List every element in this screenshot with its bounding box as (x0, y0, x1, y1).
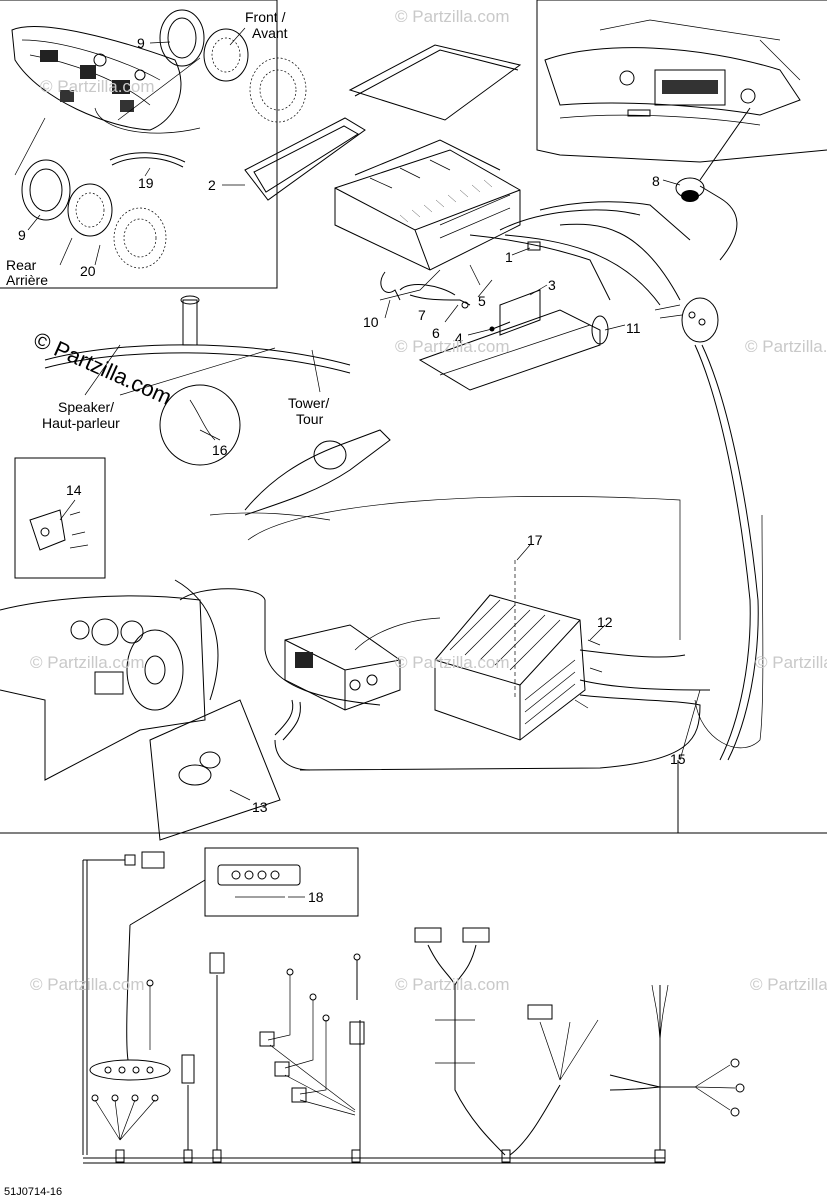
watermark-repeat: © Partzilla.com (750, 975, 827, 994)
main-extension-cable (694, 344, 764, 761)
watermark-repeat: © Partzilla.com (745, 337, 827, 356)
ground-wire-6 (409, 294, 471, 309)
speaker-leader (84, 344, 121, 396)
radio-harness (379, 201, 691, 306)
harness-section-frame (0, 760, 827, 834)
speaker-grommet (109, 152, 186, 168)
tower-label: Tower/ (288, 395, 329, 411)
speaker-inset-frame (0, 0, 278, 289)
branch-2 (181, 952, 225, 1163)
remote-cable (179, 588, 381, 706)
stereo-radio (334, 139, 521, 271)
callout-12: 12 (597, 614, 613, 630)
callout-11: 11 (626, 320, 641, 336)
callout-2: 2 (208, 177, 216, 193)
rear-speaker-ring (21, 159, 71, 221)
callout-10: 10 (363, 314, 379, 330)
tower-detail-circle (159, 384, 241, 466)
bracket-14 (29, 509, 89, 551)
amp-wires (299, 639, 711, 771)
branch-left (89, 879, 206, 1163)
avant-label: Avant (252, 25, 288, 41)
front-speaker (203, 28, 307, 123)
watermark-main: © Partzilla.com (30, 327, 176, 410)
tour-label: Tour (296, 411, 324, 427)
dash-console (544, 19, 801, 126)
callout-4: 4 (455, 330, 463, 346)
watermark-repeat: © Partzilla.com (40, 77, 155, 96)
callout-13: 13 (252, 799, 268, 815)
bracket-inset-frame (14, 457, 106, 579)
watermark-repeat: © Partzilla.com (30, 653, 145, 672)
rca-connector (274, 699, 311, 771)
dash-view-inset-frame (536, 0, 827, 163)
callout-16: 16 (212, 442, 228, 458)
tower-clamp (209, 429, 681, 640)
branch-right (609, 984, 745, 1163)
watermark-repeat: © Partzilla.com (755, 653, 827, 672)
haut-parleur-label: Haut-parleur (42, 415, 120, 431)
callout-20: 20 (80, 263, 96, 279)
arriere-label: Arrière (6, 272, 48, 288)
stereo-trim-ring (244, 117, 366, 201)
power-outlet (675, 107, 751, 261)
amplifier (434, 560, 586, 741)
callout-9-rear: 9 (18, 227, 26, 243)
watermark-repeat: © Partzilla.com (30, 975, 145, 994)
callout-8: 8 (652, 173, 660, 189)
branch-center (414, 927, 599, 1163)
remote-control-unit (284, 624, 401, 711)
dashboard (0, 579, 219, 781)
watermark-repeat: © Partzilla.com (395, 337, 510, 356)
remote-inset-panel (217, 864, 301, 898)
rca-plug-pair (654, 297, 719, 343)
front-speaker-ring (159, 9, 205, 67)
watermark-repeat: © Partzilla.com (395, 7, 510, 26)
figure-code: 51J0714-16 (4, 1186, 62, 1198)
remote-inset-frame (204, 847, 359, 917)
rear-speaker (67, 183, 167, 269)
callout-14: 14 (66, 482, 82, 498)
callout-9-front: 9 (137, 35, 145, 51)
tower-bar (44, 295, 351, 374)
callout-17: 17 (527, 532, 543, 548)
callout-5: 5 (478, 293, 486, 309)
callout-18: 18 (308, 889, 324, 905)
watermark-repeat: © Partzilla.com (395, 653, 510, 672)
speaker-housing (11, 26, 182, 131)
callout-3: 3 (548, 277, 556, 293)
clip-11 (591, 315, 609, 345)
callout-15: 15 (670, 751, 686, 767)
branch-3 (259, 953, 365, 1163)
remote-arrow (354, 617, 441, 651)
speaker-wire (94, 107, 201, 134)
callout-6: 6 (432, 325, 440, 341)
front-label: Front / (245, 9, 286, 25)
watermark-repeat: © Partzilla.com (395, 975, 510, 994)
callout-7: 7 (418, 307, 426, 323)
remote-mount-plate (149, 699, 281, 841)
mounting-bracket (418, 289, 601, 391)
callout-19: 19 (138, 175, 154, 191)
speaker-label: Speaker/ (58, 399, 114, 415)
main-harness (82, 851, 665, 1164)
rear-label: Rear (6, 257, 37, 273)
cable-tie-10 (380, 271, 401, 301)
stereo-cover (348, 44, 522, 121)
callout-1: 1 (505, 249, 513, 265)
